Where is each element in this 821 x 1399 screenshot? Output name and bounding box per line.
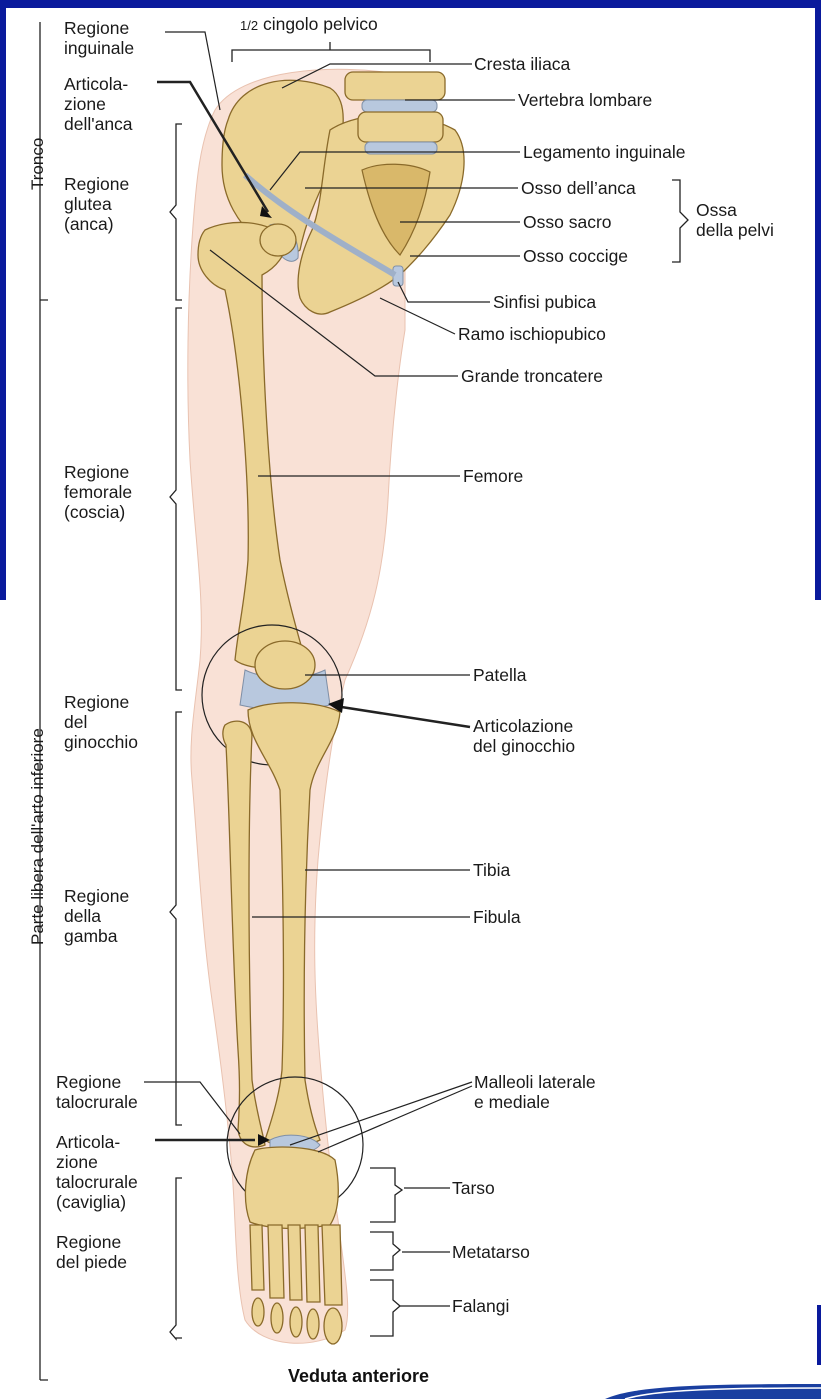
label-osso-coccige: Osso coccige [523,246,628,266]
foot-bones [245,1135,342,1344]
region-brace-femorale [170,308,182,690]
tarsal-bones [245,1147,338,1228]
label-tibia: Tibia [473,860,510,880]
label-femore: Femore [463,466,523,486]
figure-caption: Veduta anteriore [288,1366,429,1387]
cingolo-text: cingolo pelvico [263,14,378,34]
lumbar-vertebra-lower [358,112,443,142]
label-regione-femorale: Regione femorale (coscia) [64,462,132,522]
falangi-brace [370,1280,400,1336]
region-brace-glutea [170,124,182,300]
label-regione-inguinale: Regione inguinale [64,18,134,58]
side-label-parte-libera: Parte libera dell'arto inferiore [28,728,48,945]
pelvi-brace [672,180,688,262]
label-grande-troncatere: Grande troncatere [461,366,603,386]
label-ossa-pelvi: Ossa della pelvi [696,200,774,240]
label-articolazione-anca: Articola- zione dell'anca [64,74,133,134]
label-metatarso: Metatarso [452,1242,530,1262]
side-label-tronco: Tronco [28,138,48,190]
corner-accent-shape [605,1384,821,1399]
label-regione-glutea: Regione glutea (anca) [64,174,129,234]
label-sinfisi-pubica: Sinfisi pubica [493,292,596,312]
intervertebral-disc-1 [362,100,437,112]
label-osso-anca: Osso dell’anca [521,178,636,198]
region-brace-piede [170,1178,182,1339]
femoral-head [260,224,296,256]
label-tarso: Tarso [452,1178,495,1198]
label-fibula: Fibula [473,907,521,927]
label-regione-talocrurale: Regione talocrurale [56,1072,138,1112]
label-legamento-inguinale: Legamento inguinale [523,142,686,162]
label-regione-ginocchio: Regione del ginocchio [64,692,138,752]
metatarso-brace [370,1232,400,1270]
label-ramo-ischiopubico: Ramo ischiopubico [458,324,606,344]
label-osso-sacro: Osso sacro [523,212,612,232]
cingolo-fraction: 1/2 [240,18,258,33]
label-cresta-iliaca: Cresta iliaca [474,54,570,74]
cingolo-brace [232,42,430,62]
label-vertebra-lombare: Vertebra lombare [518,90,652,110]
label-regione-gamba: Regione della gamba [64,886,129,946]
label-regione-piede: Regione del piede [56,1232,127,1272]
label-falangi: Falangi [452,1296,509,1316]
label-malleoli: Malleoli laterale e mediale [474,1072,596,1112]
label-patella: Patella [473,665,527,685]
patella-bone [255,641,315,689]
tarso-brace [370,1168,402,1222]
label-articolazione-ginocchio: Articolazione del ginocchio [473,716,575,756]
lumbar-vertebra-upper [345,72,445,100]
label-articolazione-talocrurale: Articola- zione talocrurale (caviglia) [56,1132,138,1212]
region-brace-gamba [170,712,182,1125]
cingolo-pelvico-label: 1/2 cingolo pelvico [240,14,378,36]
